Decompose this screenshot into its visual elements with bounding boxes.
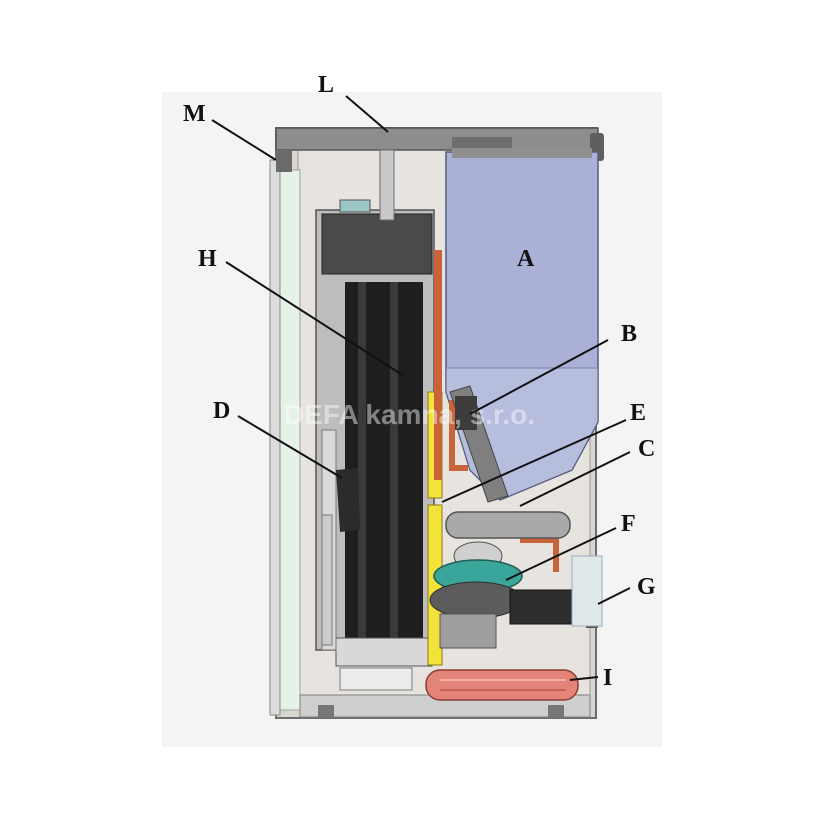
combustion-fan — [429, 541, 523, 619]
burner-pipe — [445, 511, 571, 539]
flue-pipe-top — [379, 149, 395, 221]
leader-line-d — [237, 415, 343, 479]
lower-duct — [439, 613, 497, 649]
exchanger-tube-main — [345, 282, 423, 638]
left-lower-pipe — [321, 514, 333, 646]
front-top-handle — [276, 150, 292, 172]
copper-pipe-bend — [449, 400, 468, 471]
callout-label-d: D — [213, 398, 230, 424]
leader-line-i — [569, 676, 599, 681]
callout-label-a: A — [517, 246, 535, 272]
callout-labels: L M A H B D E C F G I — [183, 72, 656, 691]
expansion-tank — [425, 669, 579, 701]
auger-motor — [455, 396, 477, 430]
leader-line-h — [225, 261, 405, 377]
callout-label-h: H — [198, 246, 217, 272]
ash-box — [339, 667, 413, 691]
fan-housing — [429, 581, 523, 619]
exchanger-base — [335, 637, 433, 667]
callout-label-i: I — [603, 665, 612, 691]
leader-lines — [211, 95, 631, 681]
leader-line-c — [519, 451, 631, 507]
copper-pipe-lower-loop — [520, 537, 559, 572]
callout-label-l: L — [318, 72, 334, 98]
flue-outlet — [439, 555, 603, 649]
exchanger-top-cap — [339, 199, 371, 213]
foot-left — [318, 705, 334, 717]
leader-line-f — [505, 527, 617, 581]
callout-label-g: G — [637, 574, 656, 600]
leader-line-g — [597, 587, 631, 605]
exchanger-tube-highlight-1 — [358, 282, 366, 638]
callout-label-b: B — [621, 321, 637, 347]
water-pipes — [434, 250, 559, 572]
top-hinge — [452, 137, 512, 151]
callout-label-e: E — [630, 400, 646, 426]
tank-body — [425, 669, 579, 701]
left-side-components — [321, 429, 360, 651]
leader-line-m — [211, 119, 277, 161]
cleaning-turbulator — [336, 468, 360, 532]
exchanger-top-box — [321, 213, 433, 275]
front-door-panel — [277, 169, 301, 711]
cabinet-top-lid — [275, 127, 599, 151]
callout-label-f: F — [621, 511, 636, 537]
foot-right — [548, 705, 564, 717]
watermark-text: DEFA kamna, s.r.o. — [284, 399, 535, 430]
leader-line-b — [469, 339, 609, 415]
leader-line-e — [441, 419, 627, 503]
back-panel-window — [571, 555, 603, 627]
feed-auger — [449, 385, 509, 503]
leader-line-l — [345, 95, 389, 133]
hopper-top-bracket — [452, 148, 592, 158]
callout-label-c: C — [638, 436, 655, 462]
exchanger-tube-highlight-2 — [390, 282, 398, 638]
callout-label-m: M — [183, 101, 206, 127]
